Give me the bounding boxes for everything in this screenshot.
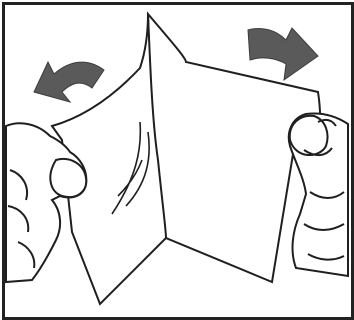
right-arrow bbox=[247, 27, 319, 82]
left-hand bbox=[5, 122, 88, 284]
crease-lines bbox=[111, 121, 150, 215]
left-arrow bbox=[33, 60, 105, 103]
right-hand bbox=[287, 112, 349, 278]
paper-left-flap bbox=[50, 13, 168, 306]
